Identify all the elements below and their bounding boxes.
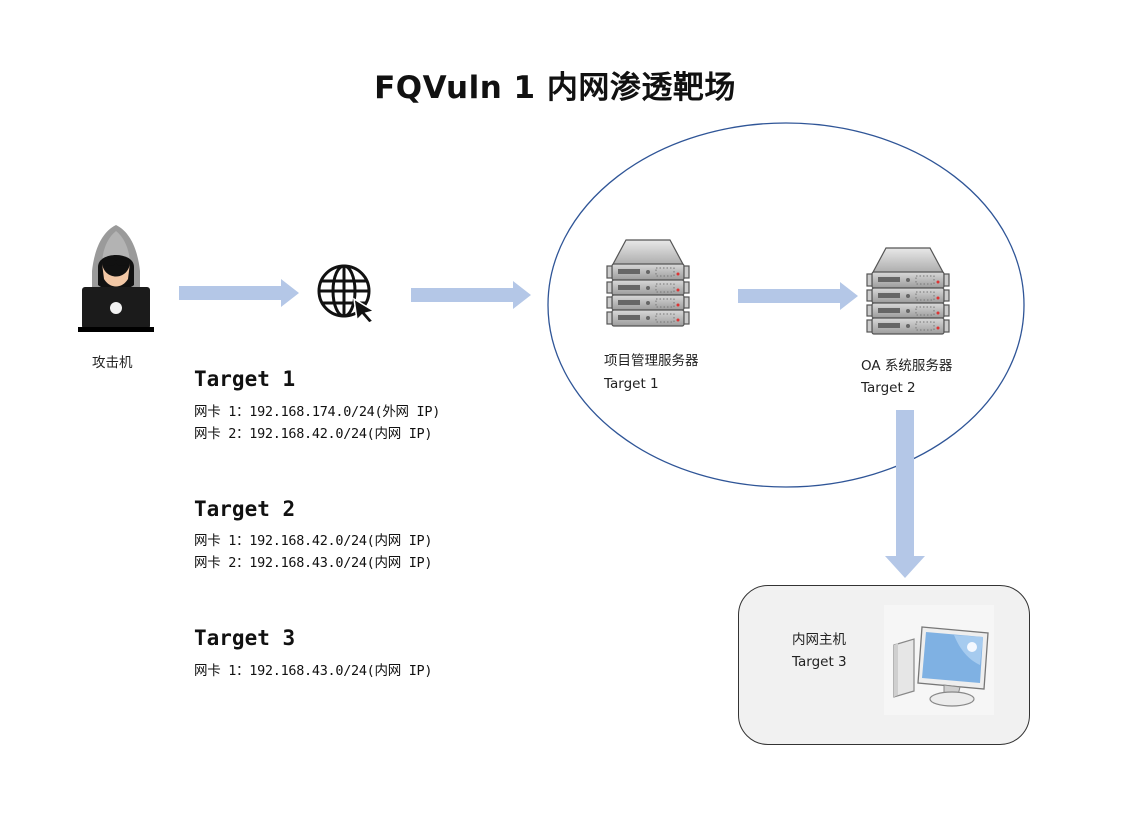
target1-title: Target 1 xyxy=(194,367,296,391)
hacker-laptop-icon xyxy=(78,225,154,332)
globe-cursor-icon xyxy=(317,264,376,323)
server-rack-icon xyxy=(866,247,950,335)
internal-network-ellipse xyxy=(547,122,1025,488)
host3-label: 内网主机 xyxy=(792,632,846,648)
diagram-title: FQVuln 1 内网渗透靶场 xyxy=(374,70,736,106)
host3-target: Target 3 xyxy=(792,654,847,670)
target2-nic1: 网卡 1：192.168.42.0/24(内网 IP) xyxy=(194,533,433,549)
target2-nic2: 网卡 2：192.168.43.0/24(内网 IP) xyxy=(194,555,433,571)
server2-label: OA 系统服务器 xyxy=(861,358,953,374)
target1-nic1: 网卡 1：192.168.174.0/24(外网 IP) xyxy=(194,404,441,420)
attacker-label: 攻击机 xyxy=(92,355,133,371)
server1-label: 项目管理服务器 xyxy=(604,353,699,369)
arrow-server2-to-host3 xyxy=(885,410,925,578)
target3-nic1: 网卡 1：192.168.43.0/24(内网 IP) xyxy=(194,663,433,679)
server-rack-icon xyxy=(606,239,690,327)
target2-title: Target 2 xyxy=(194,497,296,521)
arrow-internet-to-server1 xyxy=(411,281,531,309)
desktop-computer-icon xyxy=(884,605,994,715)
target1-nic2: 网卡 2：192.168.42.0/24(内网 IP) xyxy=(194,426,433,442)
target3-title: Target 3 xyxy=(194,626,296,650)
server1-target: Target 1 xyxy=(604,376,659,392)
server2-target: Target 2 xyxy=(861,380,916,396)
arrow-attacker-to-internet xyxy=(179,279,299,307)
arrow-server1-to-server2 xyxy=(738,282,858,310)
